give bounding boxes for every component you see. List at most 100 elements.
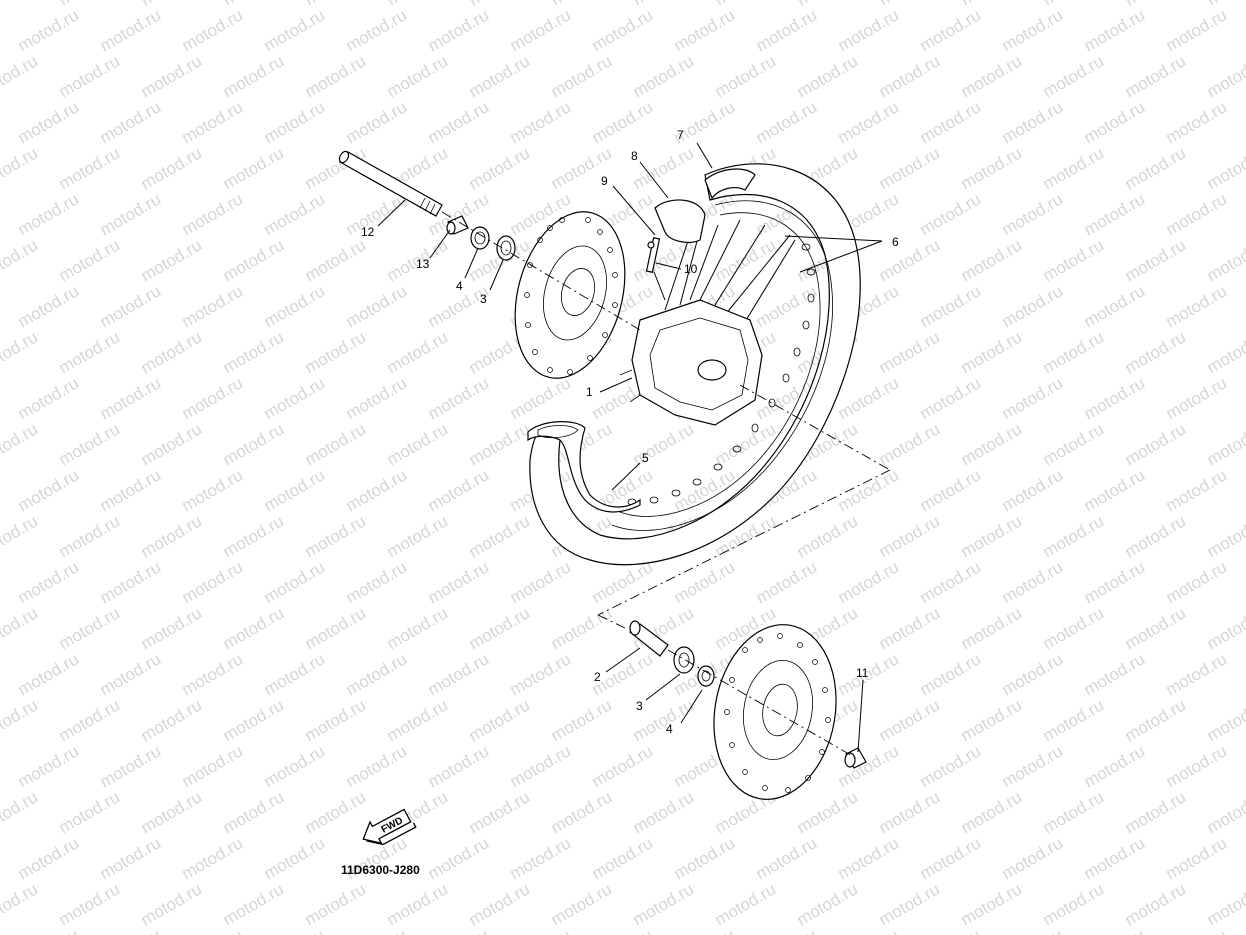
watermark-text: motod.ru <box>753 97 821 147</box>
watermark-text: motod.ru <box>56 695 124 745</box>
watermark-text: motod.ru <box>548 603 616 653</box>
watermark-text: motod.ru <box>15 465 83 515</box>
watermark-text: motod.ru <box>466 419 534 469</box>
watermark-text: motod.ru <box>179 97 247 147</box>
watermark-text: motod.ru <box>1040 787 1108 837</box>
watermark-text: motod.ru <box>753 281 821 331</box>
watermark-text: motod.ru <box>917 649 985 699</box>
watermark-text: motod.ru <box>671 5 739 55</box>
watermark-text: motod.ru <box>425 97 493 147</box>
watermark-text: motod.ru <box>1122 235 1190 285</box>
watermark-text: motod.ru <box>138 511 206 561</box>
watermark-text: motod.ru <box>794 511 862 561</box>
watermark-text: motod.ru <box>15 925 83 935</box>
bearing-upper <box>496 235 516 261</box>
watermark-text: motod.ru <box>1081 281 1149 331</box>
watermark-text: motod.ru <box>548 695 616 745</box>
spokes <box>664 219 796 331</box>
watermark-text: motod.ru <box>917 557 985 607</box>
watermark-text: motod.ru <box>589 5 657 55</box>
watermark-text: motod.ru <box>97 741 165 791</box>
watermark-text: motod.ru <box>425 373 493 423</box>
watermark-text: motod.ru <box>1081 373 1149 423</box>
watermark-text: motod.ru <box>302 419 370 469</box>
watermark-text: motod.ru <box>261 741 329 791</box>
watermark-text: motod.ru <box>999 557 1067 607</box>
watermark-text: motod.ru <box>1163 5 1231 55</box>
watermark-text: motod.ru <box>343 557 411 607</box>
watermark-text: motod.ru <box>999 5 1067 55</box>
watermark-text: motod.ru <box>1122 695 1190 745</box>
watermark-text: motod.ru <box>0 787 41 837</box>
watermark-text: motod.ru <box>876 787 944 837</box>
watermark-text: motod.ru <box>1204 235 1246 285</box>
watermark-text: motod.ru <box>425 925 493 935</box>
watermark-text: motod.ru <box>56 327 124 377</box>
watermark-text: motod.ru <box>794 0 862 9</box>
watermark-text: motod.ru <box>220 235 288 285</box>
watermark-text: motod.ru <box>876 51 944 101</box>
watermark-text: motod.ru <box>1163 557 1231 607</box>
watermark-text: motod.ru <box>261 373 329 423</box>
watermark-text: motod.ru <box>958 787 1026 837</box>
watermark-text: motod.ru <box>220 51 288 101</box>
watermark-text: motod.ru <box>97 5 165 55</box>
watermark-text: motod.ru <box>630 879 698 929</box>
watermark-text: motod.ru <box>1040 695 1108 745</box>
watermark-text: motod.ru <box>138 143 206 193</box>
watermark-text: motod.ru <box>1081 189 1149 239</box>
watermark-text: motod.ru <box>548 879 616 929</box>
watermark-text: motod.ru <box>466 787 534 837</box>
watermark-text: motod.ru <box>97 925 165 935</box>
watermark-text: motod.ru <box>794 879 862 929</box>
watermark-text: motod.ru <box>343 281 411 331</box>
watermark-text: motod.ru <box>343 925 411 935</box>
watermark-text: motod.ru <box>302 787 370 837</box>
watermark-text: motod.ru <box>343 373 411 423</box>
watermark-text: motod.ru <box>589 833 657 883</box>
watermark-text: motod.ru <box>999 189 1067 239</box>
watermark-text: motod.ru <box>0 603 41 653</box>
watermark-text: motod.ru <box>220 143 288 193</box>
callout-3-upper: 3 <box>480 292 487 306</box>
watermark-text: motod.ru <box>1122 143 1190 193</box>
watermark-text: motod.ru <box>876 419 944 469</box>
watermark-text: motod.ru <box>1122 419 1190 469</box>
watermark-text: motod.ru <box>1081 557 1149 607</box>
watermark-text: motod.ru <box>1204 787 1246 837</box>
watermark-text: motod.ru <box>0 143 41 193</box>
hub <box>619 299 763 426</box>
oil-seal-upper <box>470 226 490 250</box>
watermark-text: motod.ru <box>261 833 329 883</box>
watermark-text: motod.ru <box>56 419 124 469</box>
watermark-text: motod.ru <box>917 97 985 147</box>
watermark-text: motod.ru <box>712 0 780 9</box>
watermark-text: motod.ru <box>138 695 206 745</box>
watermark-text: motod.ru <box>507 925 575 935</box>
watermark-text: motod.ru <box>15 189 83 239</box>
watermark-text: motod.ru <box>876 0 944 9</box>
watermark-text: motod.ru <box>1204 511 1246 561</box>
watermark-text: motod.ru <box>138 327 206 377</box>
watermark-text: motod.ru <box>56 235 124 285</box>
watermark-text: motod.ru <box>1040 511 1108 561</box>
watermark-text: motod.ru <box>917 741 985 791</box>
watermark-text: motod.ru <box>384 0 452 9</box>
watermark-text: motod.ru <box>1204 327 1246 377</box>
watermark-text: motod.ru <box>0 511 41 561</box>
watermark-text: motod.ru <box>15 741 83 791</box>
callout-2: 2 <box>594 670 601 684</box>
watermark-text: motod.ru <box>917 833 985 883</box>
watermark-text: motod.ru <box>1163 97 1231 147</box>
watermark-text: motod.ru <box>999 281 1067 331</box>
watermark-text: motod.ru <box>302 0 370 9</box>
watermark-text: motod.ru <box>179 833 247 883</box>
watermark-text: motod.ru <box>384 51 452 101</box>
callout-labels: 1 2 3 3 4 4 5 6 7 8 9 10 11 12 13 <box>361 128 899 736</box>
watermark-text: motod.ru <box>0 419 41 469</box>
watermark-text: motod.ru <box>56 603 124 653</box>
watermark-text: motod.ru <box>835 741 903 791</box>
callout-8: 8 <box>631 149 638 163</box>
watermark-text: motod.ru <box>261 97 329 147</box>
